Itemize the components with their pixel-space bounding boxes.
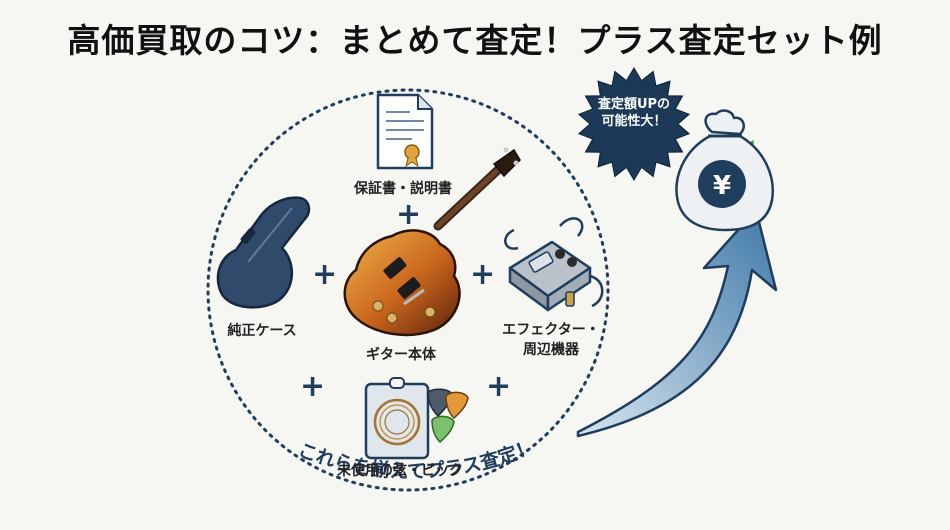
plus-sign: + xyxy=(312,257,338,292)
label-strings: 未使用の弦・ピック xyxy=(337,463,463,479)
label-effector-line1: エフェクター・ xyxy=(502,322,600,338)
badge-text: 査定額UPの 可能性大！ xyxy=(586,96,682,130)
dotted-circle xyxy=(206,88,610,492)
star-badge-icon xyxy=(577,67,691,181)
money-bag-icon: ¥ xyxy=(675,109,774,232)
yen-symbol: ¥ xyxy=(713,171,731,201)
label-guitar: ギター本体 xyxy=(366,347,436,363)
label-effector: エフェクター・ 周辺機器 xyxy=(488,320,614,360)
strings-pack-icon xyxy=(364,377,430,460)
label-case: 純正ケース xyxy=(227,323,297,339)
up-arrow-icon xyxy=(576,208,778,438)
plus-sign: + xyxy=(396,197,422,232)
plus-sign: + xyxy=(300,369,326,404)
plus-sign: + xyxy=(486,369,512,404)
plus-sign: + xyxy=(470,257,496,292)
electric-guitar-icon xyxy=(343,147,521,337)
badge-line1: 査定額UPの xyxy=(597,97,671,112)
picks-icon xyxy=(427,388,469,444)
label-certificate: 保証書・説明書 xyxy=(354,181,452,197)
effector-pedal-icon xyxy=(504,217,604,312)
label-effector-line2: 周辺機器 xyxy=(523,342,579,358)
document-icon xyxy=(376,93,434,170)
page-title: 高価買取のコツ：まとめて査定！プラス査定セット例 xyxy=(67,21,883,60)
badge-line2: 可能性大！ xyxy=(601,114,667,129)
guitar-case-icon xyxy=(216,196,311,309)
